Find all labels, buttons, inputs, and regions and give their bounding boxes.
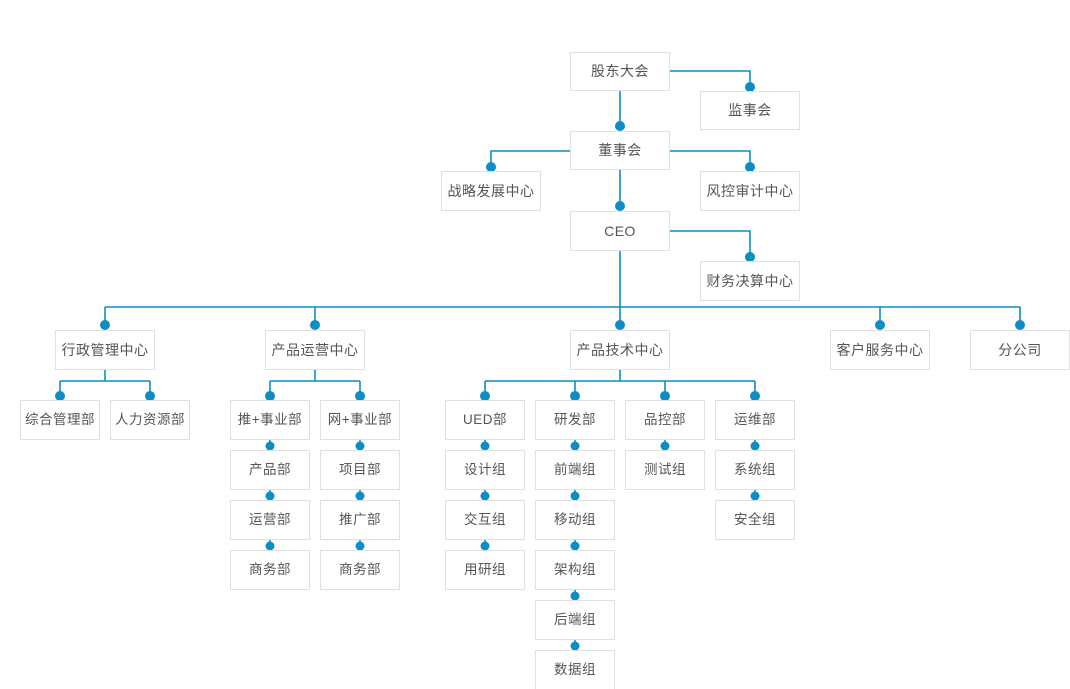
edge-board-to-risk: [670, 150, 751, 165]
edge-ceo-to-finance: [670, 230, 751, 255]
node-mobile-group[interactable]: 移动组: [535, 500, 615, 540]
node-project-dept[interactable]: 项目部: [320, 450, 400, 490]
dot-admin-center: [100, 320, 110, 330]
node-backend-group[interactable]: 后端组: [535, 600, 615, 640]
node-design-group[interactable]: 设计组: [445, 450, 525, 490]
node-risk-audit-center[interactable]: 风控审计中心: [700, 171, 800, 211]
node-interaction-group[interactable]: 交互组: [445, 500, 525, 540]
node-tui-plus-business-unit[interactable]: 推+事业部: [230, 400, 310, 440]
dot-customer-service: [875, 320, 885, 330]
node-admin-management-center[interactable]: 行政管理中心: [55, 330, 155, 370]
node-strategy-development-center[interactable]: 战略发展中心: [441, 171, 541, 211]
node-data-group[interactable]: 数据组: [535, 650, 615, 689]
edge-board-to-strategy: [490, 150, 570, 165]
node-system-group[interactable]: 系统组: [715, 450, 795, 490]
node-product-operations-center[interactable]: 产品运营中心: [265, 330, 365, 370]
node-product-dept[interactable]: 产品部: [230, 450, 310, 490]
edge-shareholders-to-supervisory: [670, 70, 751, 85]
node-branch-company[interactable]: 分公司: [970, 330, 1070, 370]
node-human-resources-dept[interactable]: 人力资源部: [110, 400, 190, 440]
node-ued-dept[interactable]: UED部: [445, 400, 525, 440]
node-board-of-directors[interactable]: 董事会: [570, 131, 670, 170]
node-quality-control-dept[interactable]: 品控部: [625, 400, 705, 440]
node-security-group[interactable]: 安全组: [715, 500, 795, 540]
node-operations-maintenance-dept[interactable]: 运维部: [715, 400, 795, 440]
node-wang-plus-business-unit[interactable]: 网+事业部: [320, 400, 400, 440]
node-business-dept-2[interactable]: 商务部: [320, 550, 400, 590]
dot-ceo: [615, 201, 625, 211]
dot-branch: [1015, 320, 1025, 330]
node-ceo[interactable]: CEO: [570, 211, 670, 251]
dot-board: [615, 121, 625, 131]
node-promotion-dept[interactable]: 推广部: [320, 500, 400, 540]
node-product-technology-center[interactable]: 产品技术中心: [570, 330, 670, 370]
node-shareholders-meeting[interactable]: 股东大会: [570, 52, 670, 91]
node-user-research-group[interactable]: 用研组: [445, 550, 525, 590]
node-operations-dept[interactable]: 运营部: [230, 500, 310, 540]
dot-ops-center: [310, 320, 320, 330]
node-finance-settlement-center[interactable]: 财务决算中心: [700, 261, 800, 301]
node-supervisory-board[interactable]: 监事会: [700, 91, 800, 130]
node-architecture-group[interactable]: 架构组: [535, 550, 615, 590]
node-general-management-dept[interactable]: 综合管理部: [20, 400, 100, 440]
node-rd-dept[interactable]: 研发部: [535, 400, 615, 440]
dot-tech-center: [615, 320, 625, 330]
node-business-dept-1[interactable]: 商务部: [230, 550, 310, 590]
node-customer-service-center[interactable]: 客户服务中心: [830, 330, 930, 370]
node-frontend-group[interactable]: 前端组: [535, 450, 615, 490]
node-test-group[interactable]: 测试组: [625, 450, 705, 490]
